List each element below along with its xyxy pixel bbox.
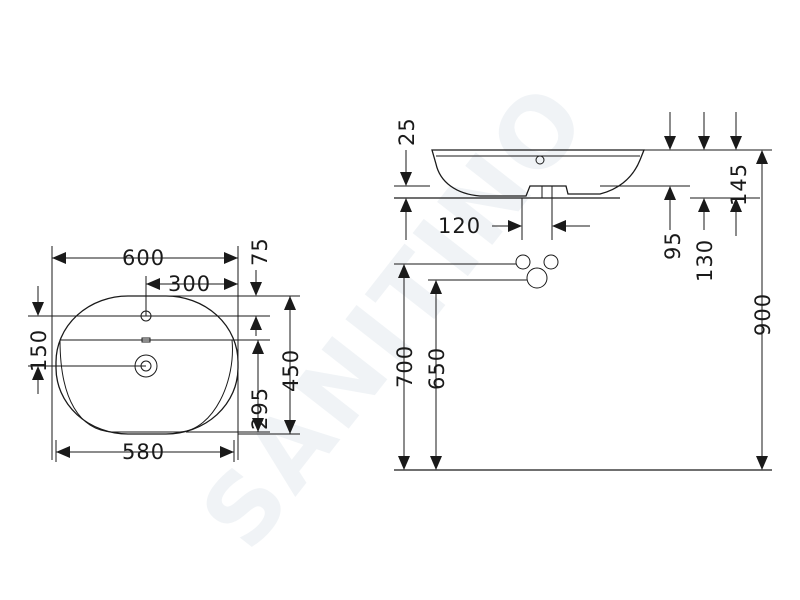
trap-circle-right	[543, 254, 559, 270]
basin-profile	[431, 149, 645, 197]
dim-600: 600	[122, 246, 165, 270]
dim-120: 120	[438, 214, 481, 238]
tap-hole-side	[535, 155, 545, 165]
dim-95: 95	[661, 231, 685, 260]
side-view: 25 120 700 650 145	[393, 112, 775, 471]
bowl-inner-line	[59, 339, 233, 433]
dim-580: 580	[122, 440, 165, 464]
dim-450: 450	[279, 349, 303, 392]
dim-145: 145	[727, 163, 751, 206]
dim-700: 700	[393, 345, 417, 388]
top-view: 600 300 75 150 295 450	[27, 237, 303, 464]
dim-900: 900	[751, 293, 775, 336]
dim-295: 295	[248, 387, 272, 430]
basin-outline	[55, 295, 239, 435]
dim-150: 150	[27, 329, 51, 372]
trap-circle-main	[526, 267, 548, 289]
dim-650: 650	[425, 347, 449, 390]
dim-130: 130	[693, 239, 717, 282]
dim-75: 75	[248, 237, 272, 266]
dim-25: 25	[395, 117, 419, 146]
trap-circle-left	[515, 254, 531, 270]
dim-300: 300	[168, 272, 211, 296]
